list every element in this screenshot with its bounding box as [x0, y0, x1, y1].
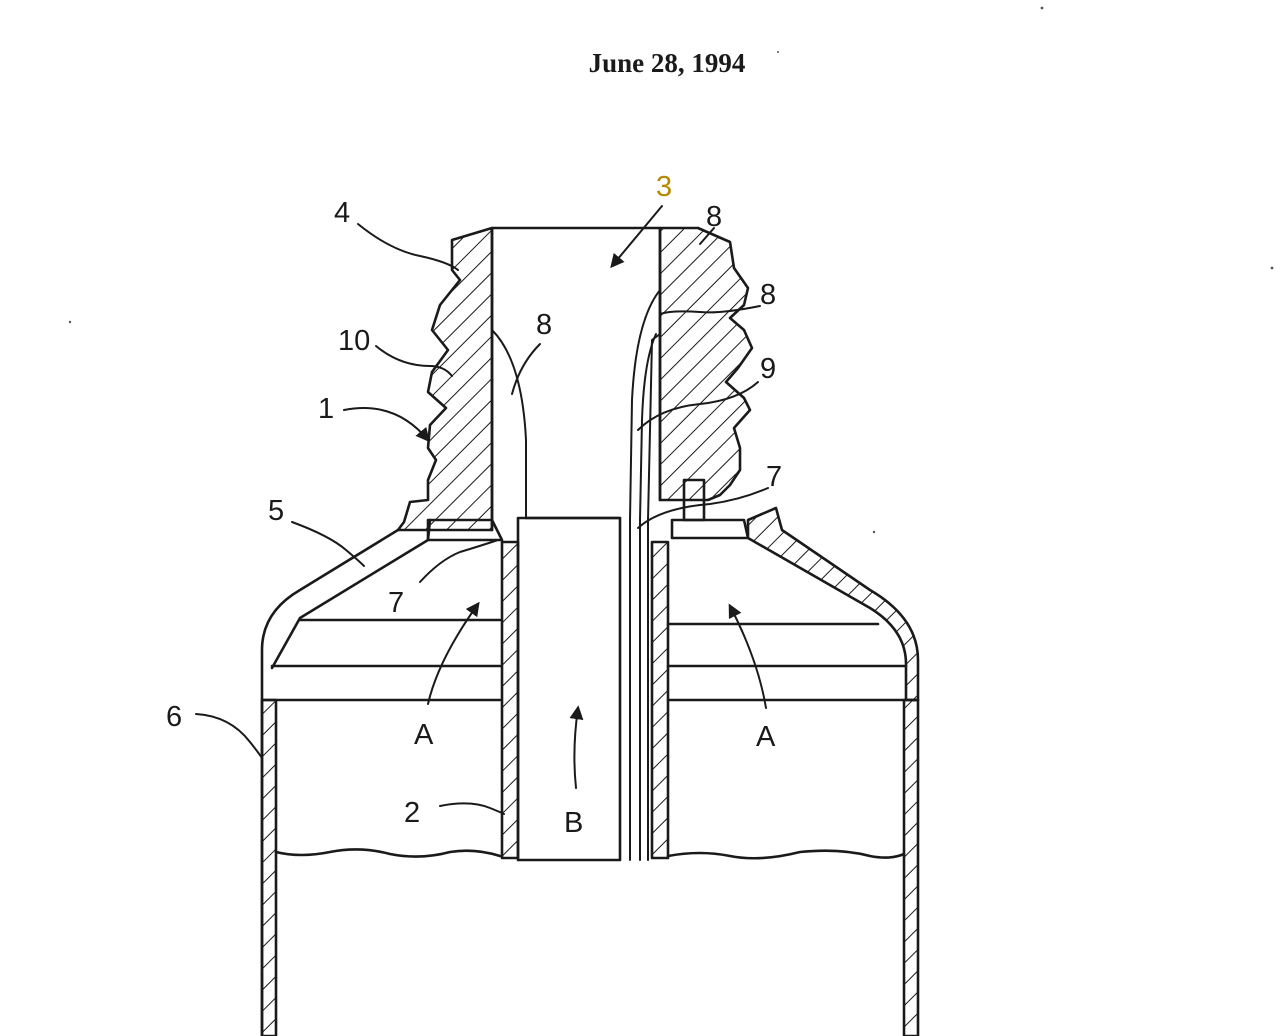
body-wall-left	[260, 698, 278, 1036]
capillary-lines	[619, 519, 649, 861]
leader-7-right	[637, 487, 769, 529]
patent-date: June 28, 1994	[588, 48, 746, 78]
leader-4	[357, 223, 459, 271]
leader-8-left	[511, 343, 541, 395]
flow-arrow-b	[569, 705, 584, 789]
flow-arrow-a-right	[728, 603, 767, 709]
dip-tube-left-wall	[500, 540, 520, 860]
leader-5	[291, 521, 365, 567]
label-a-left: A	[414, 719, 434, 751]
shoulder-right	[746, 506, 920, 702]
leader-8-right	[659, 305, 761, 315]
label-8-right: 8	[760, 279, 776, 311]
body-wall-right	[902, 698, 920, 1036]
shoulder-left	[260, 528, 400, 1036]
vent-pin	[682, 478, 706, 522]
valve-flap-right-3	[647, 333, 661, 521]
leader-8-top	[699, 227, 715, 245]
label-2: 2	[404, 797, 420, 829]
scan-speck	[777, 51, 779, 53]
liquid-level	[274, 848, 906, 860]
label-9: 9	[760, 353, 776, 385]
leader-10	[375, 345, 453, 377]
leader-3	[610, 205, 663, 269]
valve-flap-right-2	[639, 333, 657, 521]
label-8-top: 8	[706, 201, 722, 233]
leader-1	[343, 407, 430, 443]
scan-speck	[1040, 6, 1044, 10]
inner-seat-right	[670, 518, 750, 540]
leader-6	[195, 713, 263, 759]
flow-arrow-a-left	[427, 601, 480, 705]
inner-seat-left	[426, 518, 504, 542]
label-7-right: 7	[766, 461, 782, 493]
body-line-1	[298, 618, 880, 626]
leader-9	[637, 381, 759, 431]
label-7-left: 7	[388, 587, 404, 619]
leader-2	[439, 802, 505, 815]
label-a-right: A	[756, 721, 776, 753]
label-4: 4	[334, 197, 350, 229]
scan-speck	[872, 530, 876, 534]
valve-flap-left	[491, 329, 527, 519]
label-10: 10	[338, 325, 370, 357]
label-8-left: 8	[536, 309, 552, 341]
valve-flap-right-1	[629, 289, 661, 521]
scan-speck	[68, 320, 72, 324]
leader-7-left	[419, 539, 499, 583]
label-5: 5	[268, 495, 284, 527]
neck-wall-right	[658, 226, 754, 502]
scan-speck	[1270, 266, 1274, 270]
label-b: B	[564, 807, 583, 839]
label-3: 3	[656, 171, 672, 203]
label-1: 1	[318, 393, 334, 425]
neck-wall-left	[396, 226, 494, 532]
neck-bore	[490, 226, 662, 532]
dip-tube-right-wall	[650, 540, 670, 860]
label-6: 6	[166, 701, 182, 733]
